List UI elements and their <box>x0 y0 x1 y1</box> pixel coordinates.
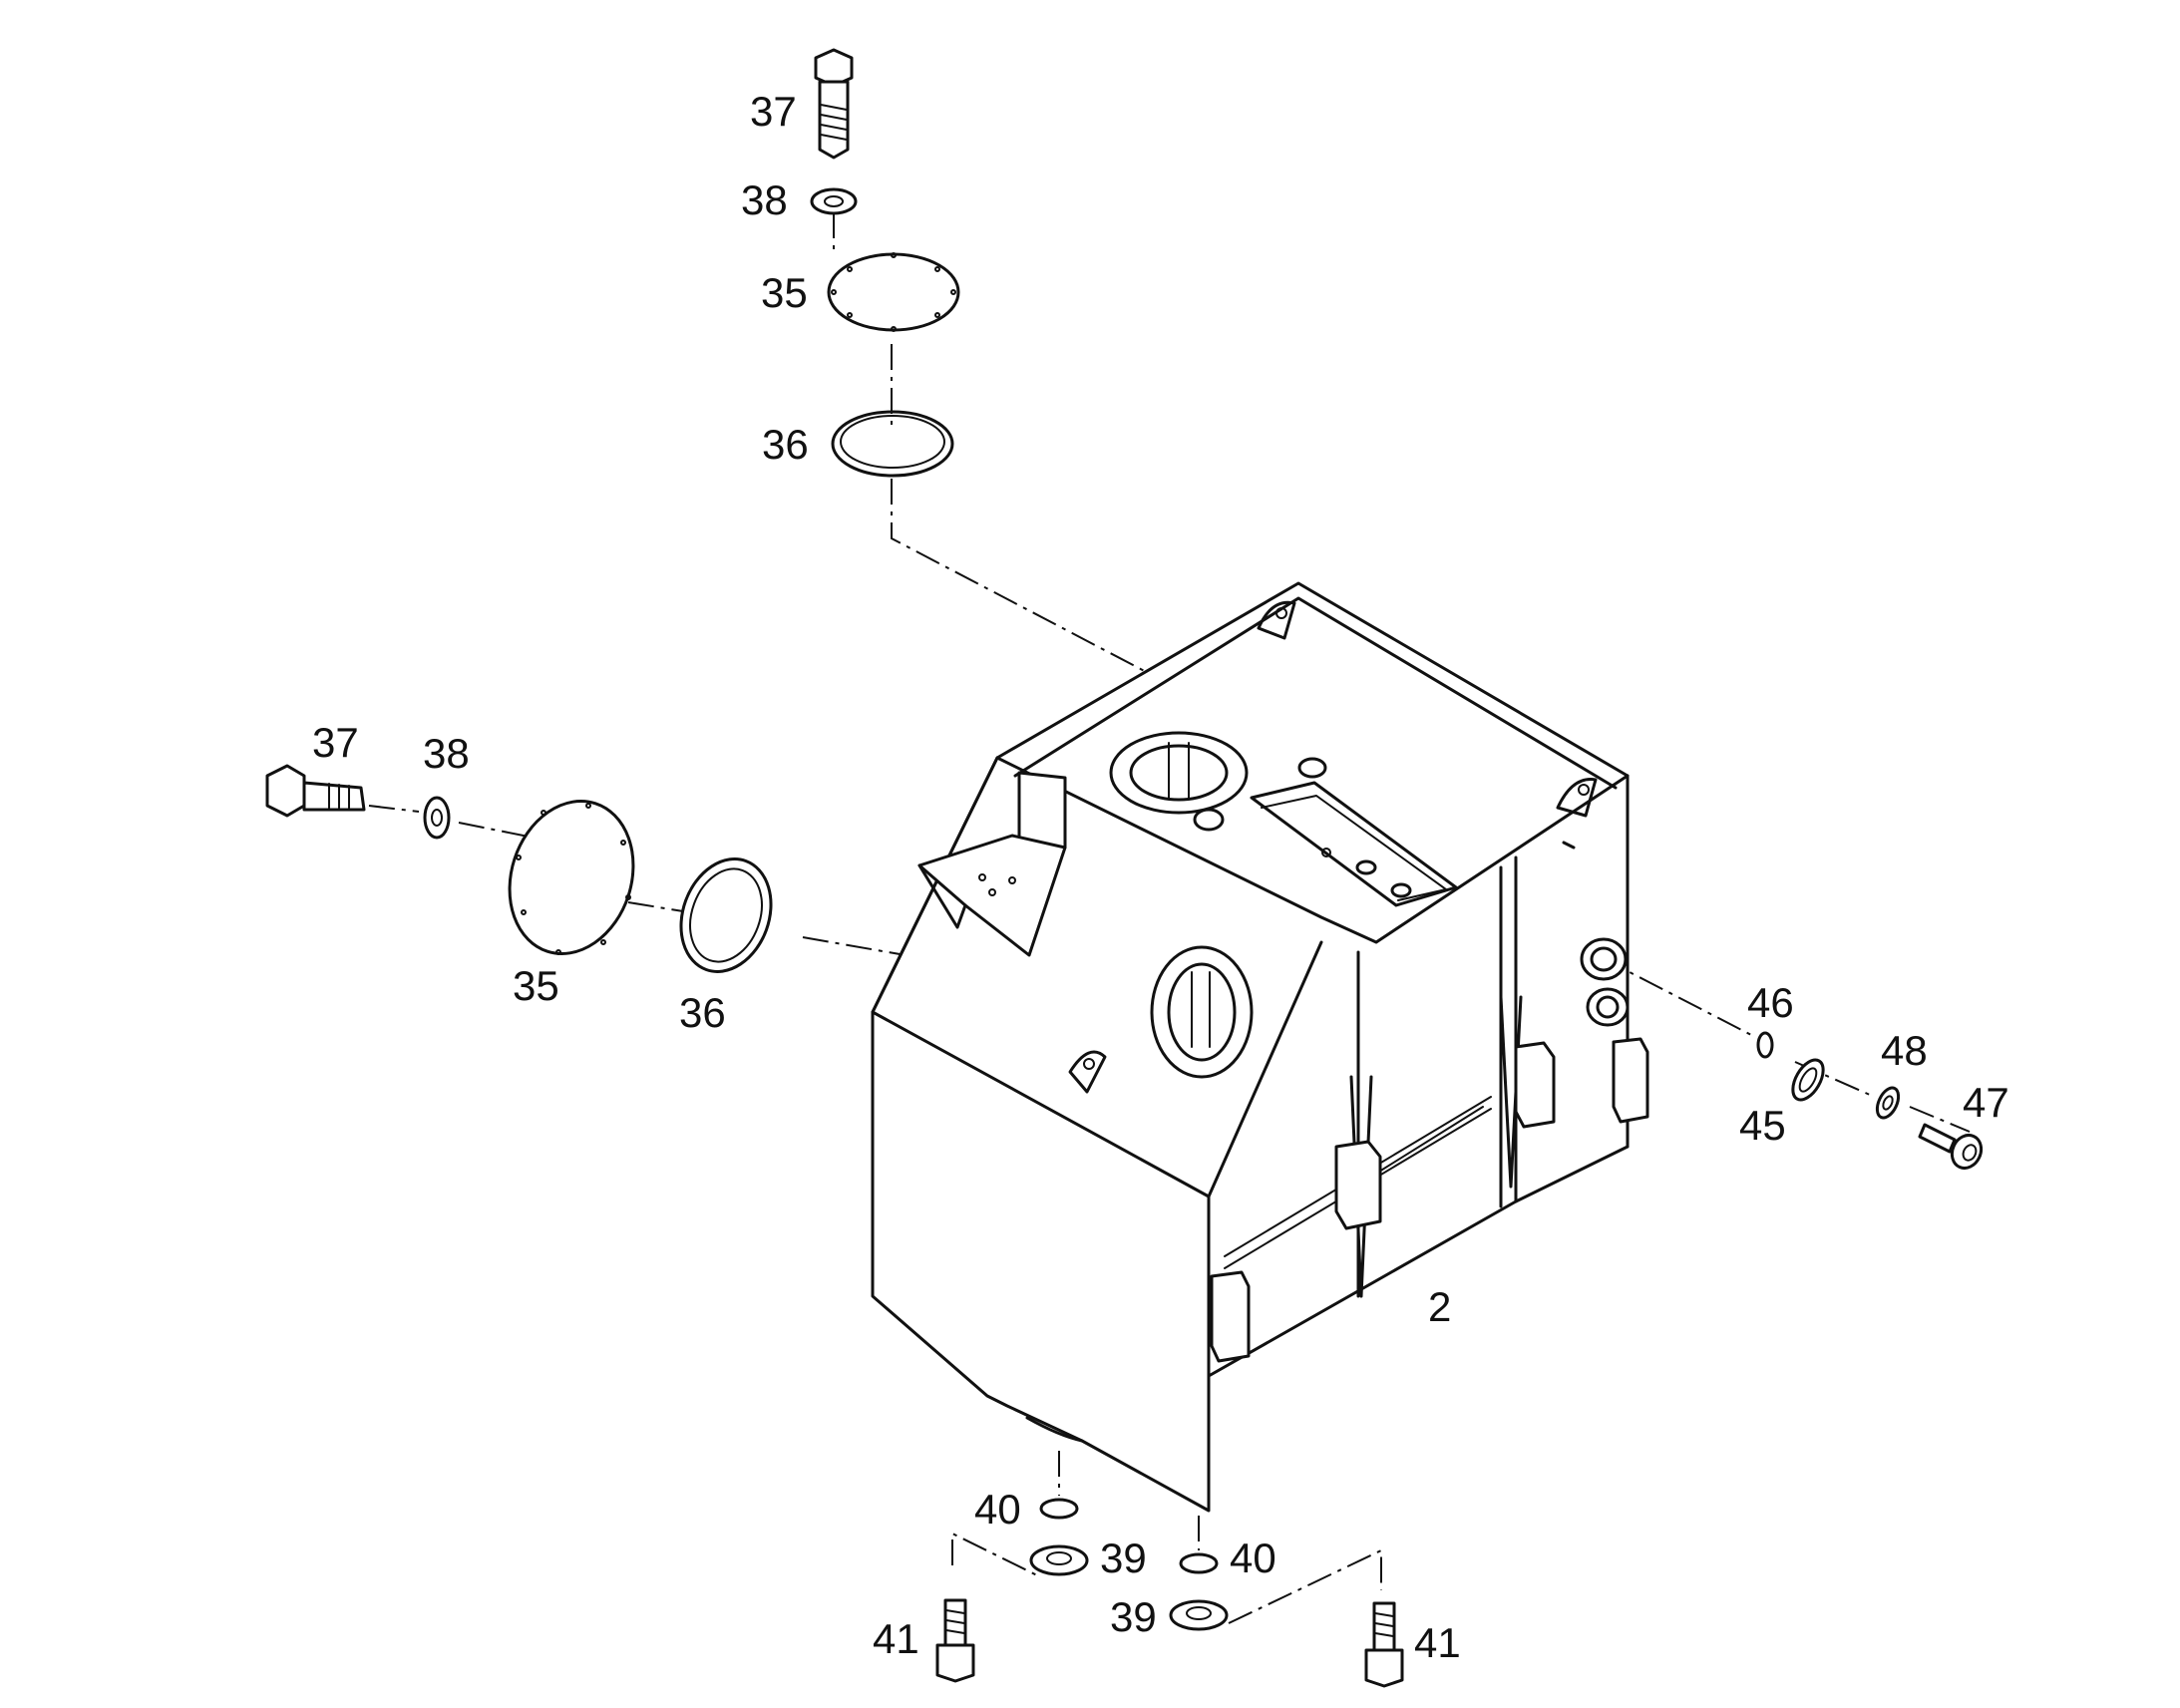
callout-2: 2 <box>1428 1283 1451 1330</box>
o-ring-40-b <box>1179 1552 1219 1574</box>
left-cover-plate-35 <box>508 800 635 955</box>
callout-46: 46 <box>1747 979 1794 1026</box>
callout-35-left: 35 <box>513 962 559 1009</box>
callout-36-top: 36 <box>762 421 809 468</box>
washer-39-b <box>1169 1599 1229 1631</box>
o-ring-40-a <box>1039 1498 1079 1520</box>
callout-39-a: 39 <box>1100 1535 1147 1581</box>
callout-37-top: 37 <box>750 88 797 135</box>
o-ring-46 <box>1756 1031 1774 1059</box>
top-cover-plate-35 <box>827 252 960 332</box>
callout-40-b: 40 <box>1230 1535 1276 1581</box>
washer-45 <box>1791 1058 1825 1102</box>
callout-45: 45 <box>1739 1102 1786 1149</box>
washer-39-a <box>1029 1544 1089 1576</box>
top-gasket-36 <box>831 410 954 478</box>
screw-41-b <box>1364 1601 1404 1688</box>
left-washer-38 <box>423 796 451 840</box>
callout-labels: 37 38 35 36 37 38 35 36 2 46 48 45 47 40… <box>312 88 2009 1666</box>
callout-38-top: 38 <box>741 176 788 223</box>
callout-47: 47 <box>1963 1079 2009 1126</box>
top-washer-38 <box>810 187 858 215</box>
screw-47 <box>1918 1123 1984 1171</box>
callout-41-b: 41 <box>1414 1619 1461 1666</box>
callout-39-b: 39 <box>1110 1593 1157 1640</box>
hydraulic-tank-body <box>871 581 1649 1513</box>
callout-48: 48 <box>1881 1027 1928 1074</box>
screw-41-a <box>935 1598 975 1683</box>
callout-41-a: 41 <box>873 1615 919 1662</box>
left-bolt-37 <box>265 764 366 818</box>
callout-40-a: 40 <box>974 1486 1021 1533</box>
callout-35-top: 35 <box>761 269 808 316</box>
top-bolt-37 <box>814 48 854 160</box>
left-gasket-36 <box>679 857 773 973</box>
callout-38-left: 38 <box>423 730 470 777</box>
washer-48 <box>1875 1086 1901 1120</box>
callout-36-left: 36 <box>679 989 726 1036</box>
callout-37-left: 37 <box>312 719 359 766</box>
